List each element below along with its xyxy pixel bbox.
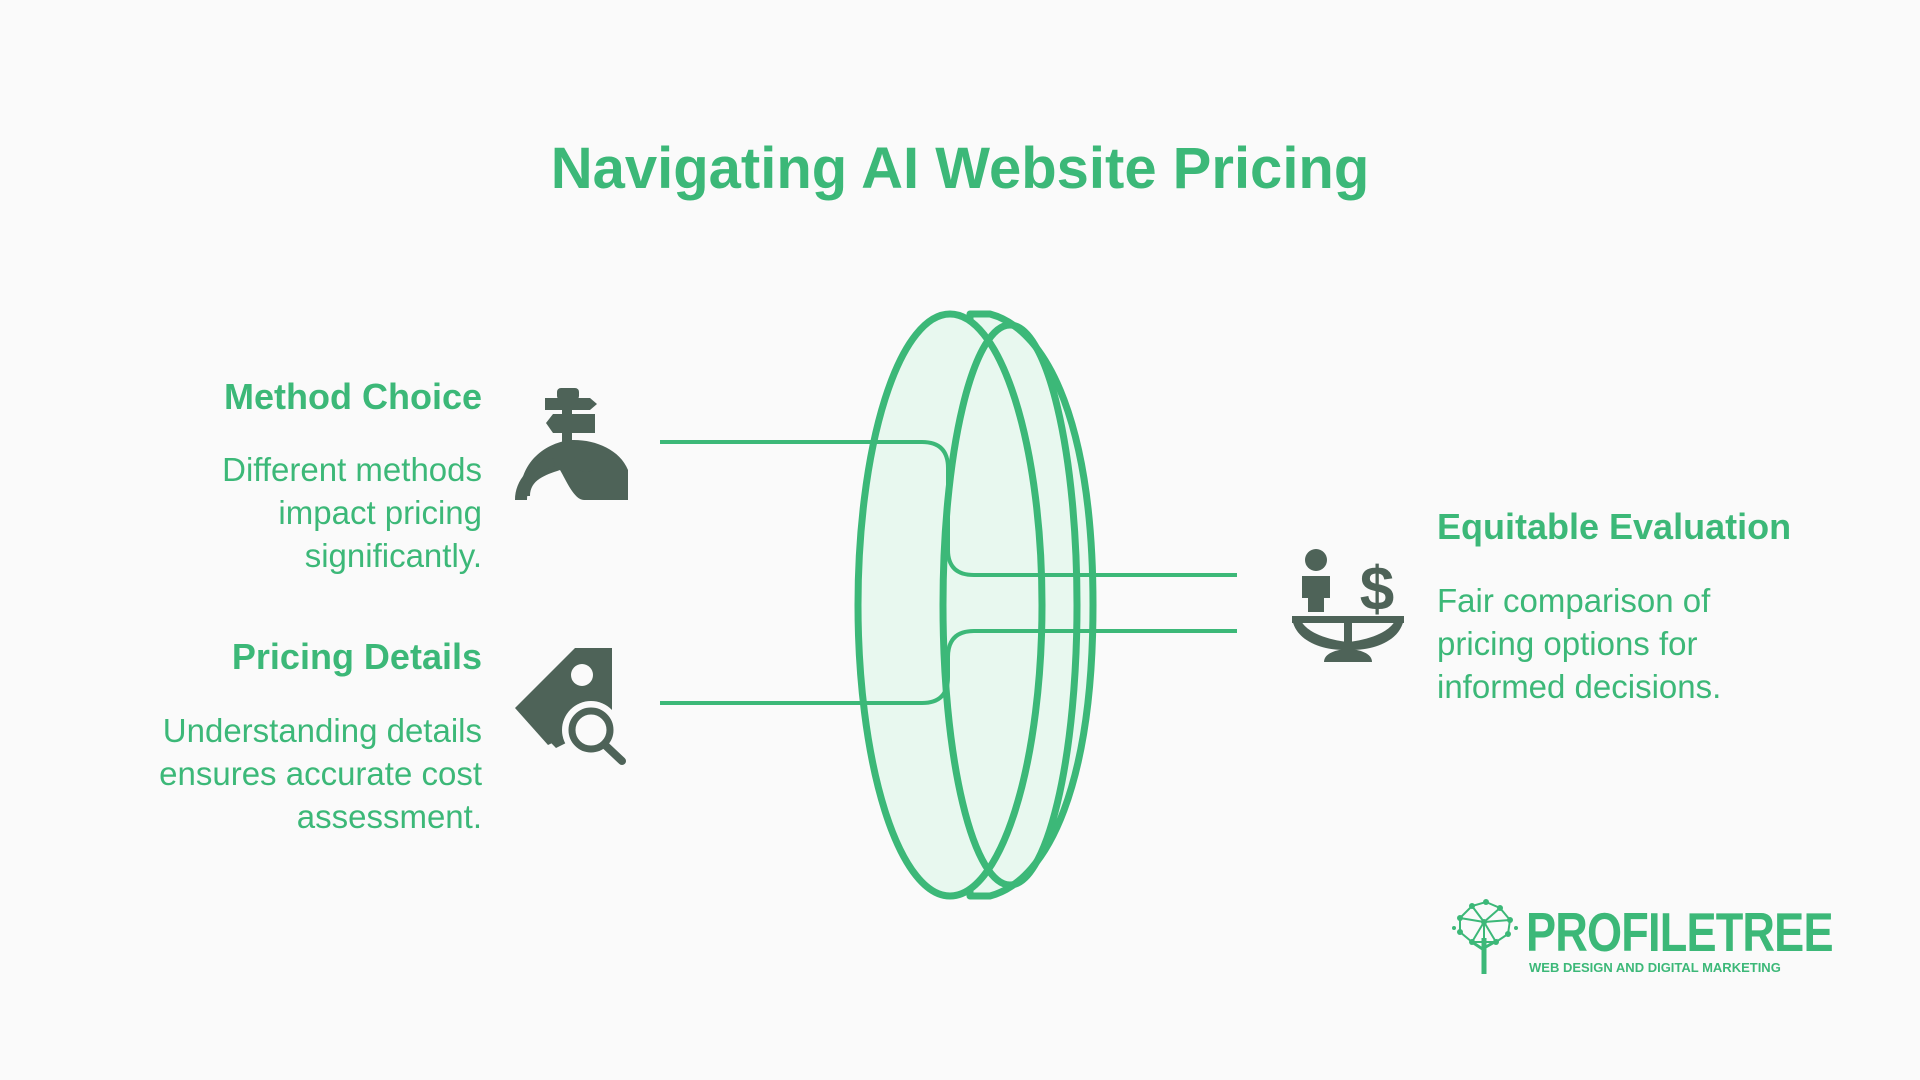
pricing-details-description: Understanding details ensures accurate c…: [159, 709, 482, 838]
description-line: Understanding details: [162, 712, 482, 749]
description-line: Fair comparison of: [1437, 582, 1711, 619]
description-line: pricing options for: [1437, 625, 1698, 662]
description-line: assessment.: [296, 798, 482, 835]
description-line: Different methods: [222, 451, 482, 488]
method-choice-heading: Method Choice: [224, 376, 482, 417]
description-line: impact pricing: [278, 494, 482, 531]
signpost-person-icon: [515, 388, 628, 500]
description-line: significantly.: [304, 537, 482, 574]
description-line: ensures accurate cost: [159, 755, 482, 792]
lens-shape: [854, 310, 1097, 900]
logo-tagline: WEB DESIGN AND DIGITAL MARKETING: [1529, 960, 1781, 975]
tree-network-icon: [1452, 899, 1518, 974]
svg-text:$: $: [1360, 555, 1394, 624]
connector-method-choice: [660, 440, 1237, 577]
price-tag-search-icon: [515, 648, 626, 765]
equitable-evaluation-description: Fair comparison of pricing options for i…: [1437, 579, 1721, 708]
balance-scale-icon: $: [1292, 549, 1404, 662]
profiletree-logo: PROFILETREE WEB DESIGN AND DIGITAL MARKE…: [1450, 898, 1834, 978]
description-line: informed decisions.: [1437, 668, 1722, 705]
connector-pricing-details: [660, 629, 1237, 705]
logo-wordmark: PROFILETREE: [1526, 901, 1834, 963]
page-title: Navigating AI Website Pricing: [550, 136, 1370, 201]
method-choice-description: Different methods impact pricing signifi…: [222, 448, 482, 577]
pricing-details-heading: Pricing Details: [231, 636, 482, 677]
connector-lines: [660, 440, 1237, 705]
equitable-evaluation-heading: Equitable Evaluation: [1437, 506, 1792, 547]
